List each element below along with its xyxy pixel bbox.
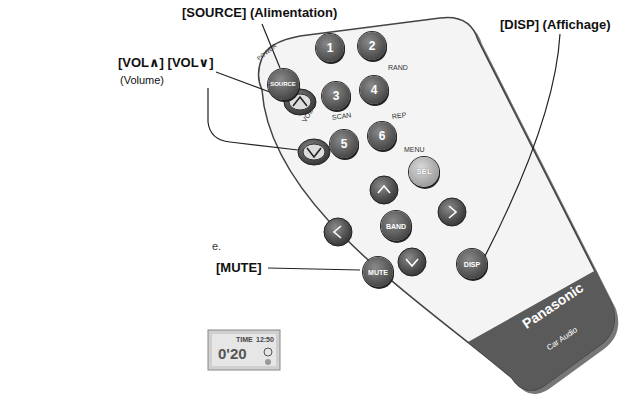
remote-button: 6 <box>368 122 396 150</box>
display-text: 12:50 <box>256 336 274 344</box>
display-thumbnail <box>208 330 280 370</box>
button-label: 3 <box>333 90 340 102</box>
remote-body: PanasonicCar Audio SOURCE 1 2 3 4 5 6SEL BAND MUT… <box>250 10 623 396</box>
button-caption: REP <box>391 111 406 121</box>
remote-end-band <box>468 270 614 390</box>
remote-button: BAND <box>381 211 411 241</box>
button-label: BAND <box>386 223 406 230</box>
remote-button: SOURCE <box>268 69 299 100</box>
display-text: 0'20 <box>218 346 247 363</box>
remote-button: DISP <box>457 249 487 279</box>
button-label: MUTE <box>368 269 388 276</box>
button-label: 2 <box>369 40 376 52</box>
callout-label: [MUTE] <box>216 261 262 275</box>
leader-lines <box>208 24 560 270</box>
button-caption: VOL <box>301 108 315 124</box>
button-label: 5 <box>341 138 348 150</box>
display-text: TIME <box>236 336 253 344</box>
remote-body <box>259 17 615 390</box>
remote-button: 1 <box>316 34 344 62</box>
button-label: SOURCE <box>270 81 296 87</box>
button-label: 6 <box>379 130 386 142</box>
button-caption: RAND <box>388 64 408 72</box>
button-caption: SCAN <box>331 111 351 121</box>
product-line: Car Audio <box>546 326 580 353</box>
remote-button: 2 <box>358 32 386 60</box>
button-label: 4 <box>371 84 378 96</box>
callout-label: [DISP] (Affichage) <box>500 18 611 32</box>
callout-label: [SOURCE] (Alimentation) <box>182 6 337 20</box>
remote-button: 3 <box>322 82 350 110</box>
callout-label: (Volume) <box>120 74 164 86</box>
brand-name: Panasonic <box>520 280 587 332</box>
button-label: 1 <box>327 42 334 54</box>
remote-button: MUTE <box>363 257 393 287</box>
arrow-pad <box>324 176 466 276</box>
callout-label: [VOL∧] [VOL∨] <box>118 56 214 70</box>
button-caption: MENU <box>404 146 425 154</box>
cut-text: e. <box>212 240 221 252</box>
button-caption: POWER <box>256 43 278 62</box>
remote-button: SEL <box>409 157 439 187</box>
remote-button: 4 <box>360 76 388 104</box>
button-label: SEL <box>416 168 432 176</box>
button-label: DISP <box>464 261 480 268</box>
remote-button: 5 <box>330 130 358 158</box>
